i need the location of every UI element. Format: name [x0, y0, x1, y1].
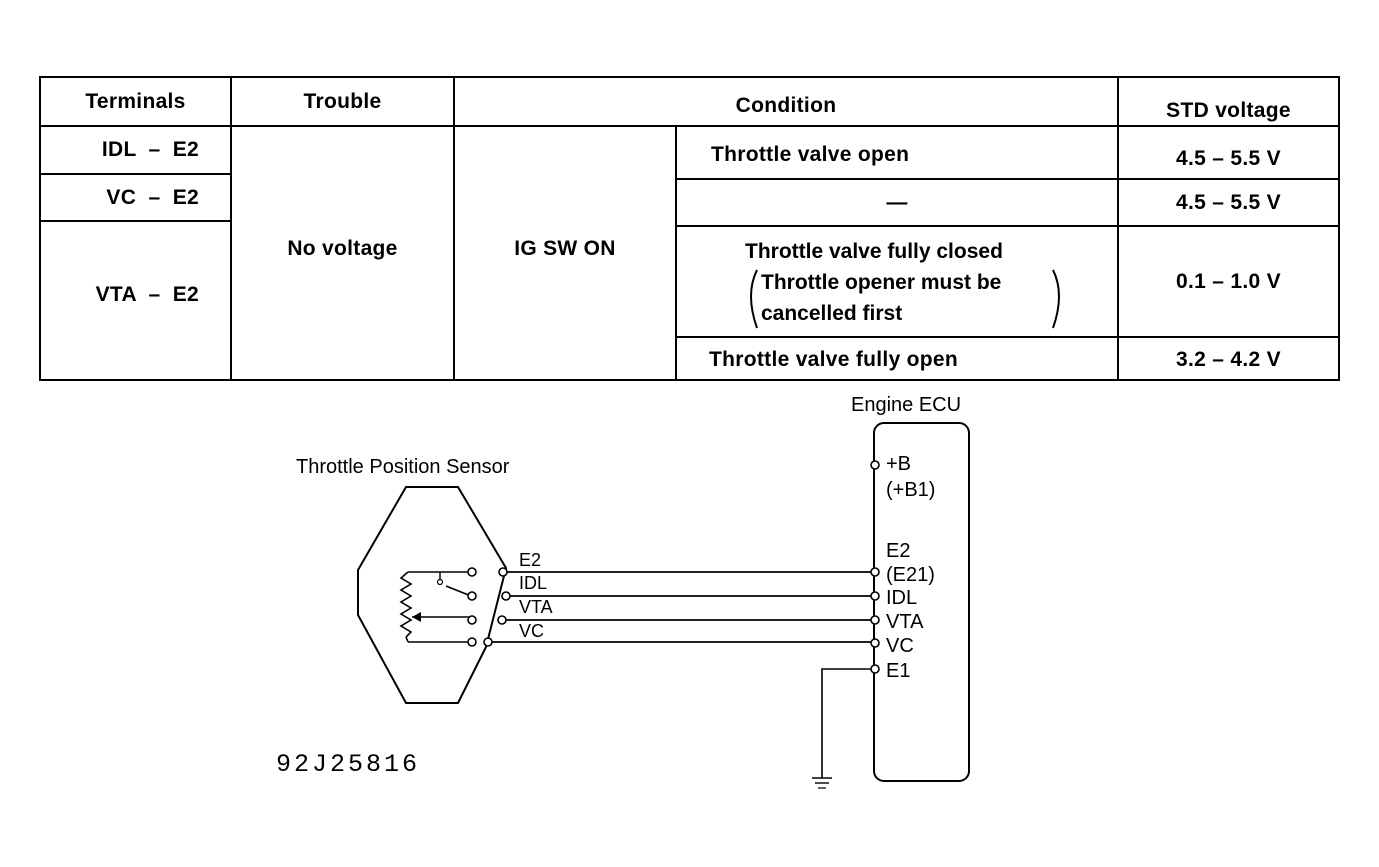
ecu-terminal-idl — [870, 591, 880, 601]
voltage-row-1: 4.5 – 5.5 V — [1176, 147, 1281, 170]
sensor-terminal-idl — [501, 591, 511, 601]
terminal-vc-e2: VC – E2 — [106, 185, 199, 209]
ecu-label-vta: VTA — [886, 611, 924, 633]
voltage-row-4: 3.2 – 4.2 V — [1176, 347, 1281, 371]
sensor-terminal-idl-inner — [467, 591, 477, 601]
resistor-symbol — [399, 571, 413, 638]
condition-line-2: Throttle opener must be — [761, 271, 1002, 294]
specification-table: Terminals Trouble Condition STD voltage … — [39, 76, 1340, 382]
sensor-terminal-vta — [497, 615, 507, 625]
sensor-title: Throttle Position Sensor — [296, 456, 510, 478]
wire-label-e2: E2 — [519, 550, 541, 570]
voltage-row-2: 4.5 – 5.5 V — [1176, 190, 1281, 214]
condition-dash: — — [886, 190, 908, 214]
ecu-terminal-b — [870, 460, 880, 470]
ecu-label-b1: (+B1) — [886, 479, 935, 501]
sensor-terminal-e2-inner — [467, 567, 477, 577]
header-trouble: Trouble — [303, 89, 382, 113]
ecu-label-e1: E1 — [886, 660, 910, 682]
sensor-terminal-e2 — [498, 567, 508, 577]
wiper-arrow-icon — [412, 612, 421, 622]
ground-wire — [821, 668, 871, 778]
wire-label-vta: VTA — [519, 597, 553, 617]
sensor-terminal-vta-inner — [467, 615, 477, 625]
sensor-terminal-vc — [483, 637, 493, 647]
terminal-vta-e2: VTA – E2 — [95, 282, 199, 306]
sensor-housing — [357, 486, 508, 704]
ecu-label-e21: (E21) — [886, 564, 935, 586]
ecu-terminal-vc — [870, 638, 880, 648]
ecu-label-e2: E2 — [886, 540, 910, 562]
ecu-terminal-vta — [870, 615, 880, 625]
parenthesis-brackets — [750, 269, 1060, 329]
terminal-idl-e2: IDL – E2 — [101, 138, 199, 161]
sensor-terminal-vc-inner — [467, 637, 477, 647]
header-std-voltage: STD voltage — [1166, 99, 1291, 122]
condition-line-3: cancelled first — [761, 302, 903, 325]
wire-label-idl: IDL — [519, 573, 547, 593]
ecu-label-idl: IDL — [886, 587, 917, 609]
trouble-value: No voltage — [287, 237, 398, 260]
header-condition: Condition — [735, 94, 837, 117]
condition-throttle-fully-closed: Throttle valve fully closed Throttle ope… — [711, 236, 1151, 340]
condition-line-1: Throttle valve fully closed — [745, 240, 1003, 263]
ecu-terminal-e1 — [870, 664, 880, 674]
condition-throttle-open: Throttle valve open — [711, 143, 910, 166]
ecu-title: Engine ECU — [851, 394, 961, 416]
condition-throttle-fully-open: Throttle valve fully open — [709, 347, 959, 371]
ecu-box — [873, 422, 970, 782]
ecu-label-vc: VC — [886, 635, 914, 657]
header-terminals: Terminals — [85, 89, 186, 113]
figure-code: 92J25816 — [276, 750, 420, 779]
ground-icon — [812, 777, 832, 789]
idle-switch-blade — [445, 585, 472, 597]
condition-ig-sw-on: IG SW ON — [514, 237, 616, 260]
ecu-label-b: +B — [886, 453, 911, 475]
voltage-row-3: 0.1 – 1.0 V — [1176, 269, 1281, 293]
ecu-terminal-e2 — [870, 567, 880, 577]
wire-label-vc: VC — [519, 621, 544, 641]
